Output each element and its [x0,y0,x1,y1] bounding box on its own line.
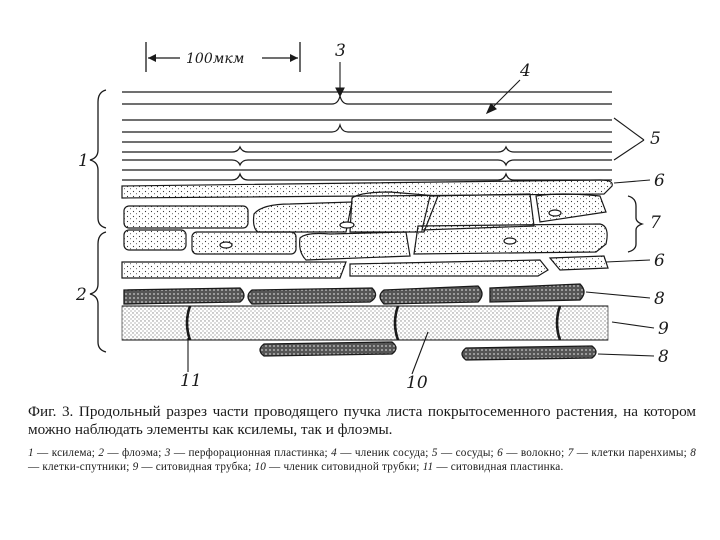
callout-11: 11 [180,371,202,391]
callout-9: 9 [658,319,669,339]
callout-1: 1 [78,151,89,171]
figure-caption: Фиг. 3. Продольный разрез части проводящ… [28,403,696,439]
callout-2: 2 [75,285,87,305]
sieve-tube [122,306,608,340]
companion-cells-lower [260,342,596,360]
scale-bar: 100мкм [146,42,300,72]
xylem-vessels [122,92,612,180]
fiber-lower [122,256,608,278]
legend-item: 7 — клетки паренхимы; [568,447,687,459]
legend-item: 5 — сосуды; [432,447,494,459]
callout-8-lower: 8 [658,347,669,367]
legend-item: 4 — членик сосуда; [331,447,428,459]
parenchyma-cells [124,192,607,260]
legend-item: 6 — волокно; [497,447,564,459]
callout-6-upper: 6 [654,171,665,191]
legend-item: 10 — членик ситовидной трубки; [254,461,419,473]
vascular-bundle-figure: 100мкм [0,0,720,400]
figure-legend: 1 — ксилема; 2 — флоэма; 3 — перфорацион… [28,446,696,474]
callout-6-lower: 6 [654,251,665,271]
callout-4: 4 [519,61,531,81]
callout-8-upper: 8 [654,289,665,309]
callout-3: 3 [335,41,346,61]
companion-cells-upper [124,284,584,304]
callout-10: 10 [406,373,428,393]
legend-item: 2 — флоэма; [98,447,161,459]
legend-item: 9 — ситовидная трубка; [133,461,252,473]
legend-item: 3 — перфорационная пластинка; [165,447,328,459]
legend-item: 1 — ксилема; [28,447,95,459]
callout-5: 5 [650,129,661,149]
scale-bar-label: 100мкм [186,51,244,67]
legend-item: 11 — ситовидная пластинка. [423,461,564,473]
callout-7: 7 [650,213,661,233]
